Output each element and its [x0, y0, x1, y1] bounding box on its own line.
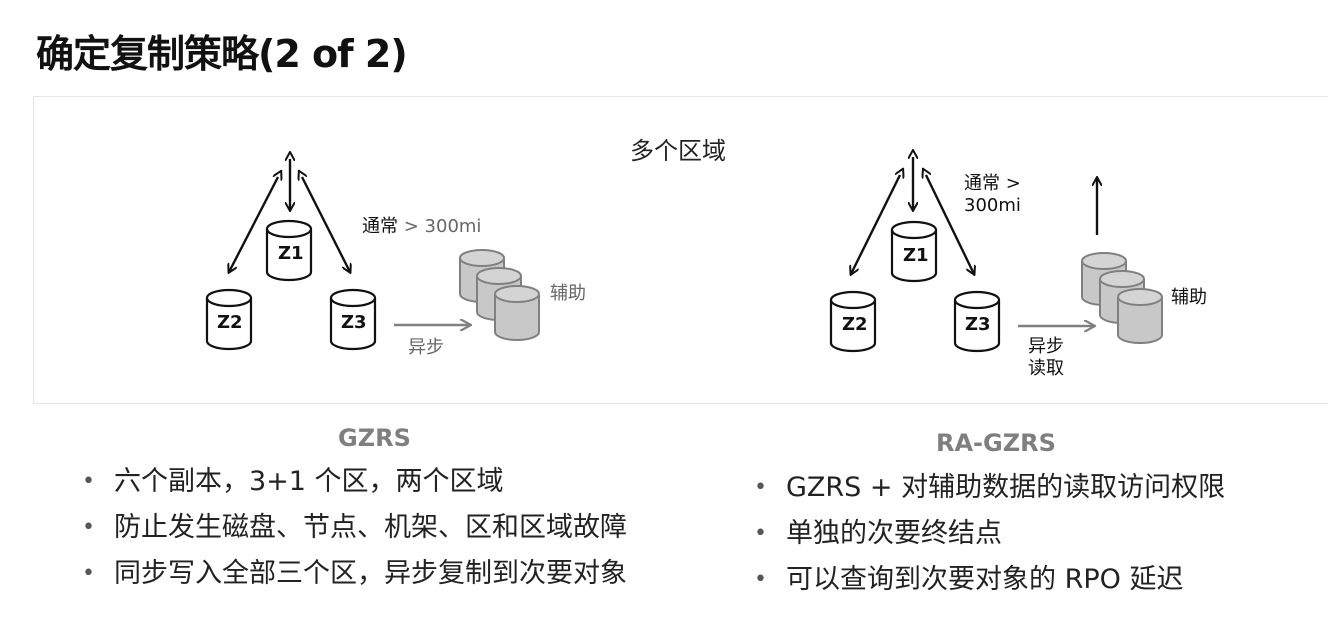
bullet-text: 同步写入全部三个区，异步复制到次要对象: [114, 558, 627, 589]
secondary-storage-stack: [1081, 252, 1163, 344]
secondary-label: 辅助: [550, 283, 586, 304]
bullet-text: 六个副本，3+1 个区，两个区域: [114, 466, 504, 497]
bullet-icon: •: [754, 521, 767, 546]
distance-label-line2: 300mi: [964, 195, 1021, 216]
page-title: 确定复制策略(2 of 2): [36, 32, 408, 76]
bullet-icon: •: [754, 475, 767, 500]
async-read-label-line2: 读取: [1028, 358, 1064, 379]
arrow-up-right-to-z3: [926, 175, 974, 274]
gzrs-title: GZRS: [338, 424, 411, 452]
arrow-up-left-to-z2: [229, 177, 278, 272]
list-item: • 同步写入全部三个区，异步复制到次要对象: [80, 555, 627, 601]
secondary-label: 辅助: [1171, 287, 1207, 308]
bullet-text: 防止发生磁盘、节点、机架、区和区域故障: [114, 512, 627, 543]
zone-label-z1: Z1: [903, 245, 929, 266]
list-item: • 六个副本，3+1 个区，两个区域: [80, 463, 627, 509]
ragzrs-diagram: [829, 157, 1163, 353]
bullet-icon: •: [82, 469, 95, 494]
zone-label-z2: Z2: [217, 312, 243, 333]
distance-label-value: > 300mi: [403, 216, 482, 237]
async-label: 异步: [408, 337, 444, 358]
distance-label-prefix: 通常: [362, 216, 398, 237]
zone-z1-cylinder: [265, 219, 313, 282]
zone-z3-cylinder: [953, 290, 1001, 353]
ragzrs-title: RA-GZRS: [936, 429, 1056, 457]
zone-z3-cylinder: [329, 288, 377, 351]
zone-label-z3: Z3: [341, 312, 367, 333]
arrow-up-right-to-z3: [302, 177, 350, 272]
bullet-icon: •: [82, 515, 95, 540]
list-item: • 单独的次要终结点: [752, 515, 1225, 561]
list-item: • GZRS + 对辅助数据的读取访问权限: [752, 469, 1225, 515]
distance-label-line1: 通常 >: [964, 173, 1021, 194]
bullet-icon: •: [82, 561, 95, 586]
bullet-text: 单独的次要终结点: [786, 518, 1002, 549]
region-label: 多个区域: [630, 137, 726, 165]
bullet-text: GZRS + 对辅助数据的读取访问权限: [786, 472, 1226, 503]
gzrs-bullet-list: • 六个副本，3+1 个区，两个区域 • 防止发生磁盘、节点、机架、区和区域故障 •…: [80, 463, 627, 601]
zone-z1-cylinder: [890, 220, 938, 283]
zone-label-z1: Z1: [278, 243, 304, 264]
zone-z2-cylinder: [829, 290, 877, 353]
zone-z2-cylinder: [205, 288, 253, 351]
ragzrs-bullet-list: • GZRS + 对辅助数据的读取访问权限 • 单独的次要终结点 • 可以查询到次要对…: [752, 469, 1225, 607]
async-read-label-line1: 异步: [1028, 336, 1064, 357]
bullet-text: 可以查询到次要对象的 RPO 延迟: [786, 564, 1184, 595]
distance-label: 通常 > 300mi: [362, 216, 482, 238]
arrow-up-left-to-z2: [851, 175, 900, 274]
list-item: • 可以查询到次要对象的 RPO 延迟: [752, 561, 1225, 607]
zone-label-z2: Z2: [842, 314, 868, 335]
zone-label-z3: Z3: [965, 314, 991, 335]
secondary-storage-stack: [459, 249, 540, 341]
bullet-icon: •: [754, 567, 767, 592]
list-item: • 防止发生磁盘、节点、机架、区和区域故障: [80, 509, 627, 555]
gzrs-diagram: [205, 159, 540, 351]
